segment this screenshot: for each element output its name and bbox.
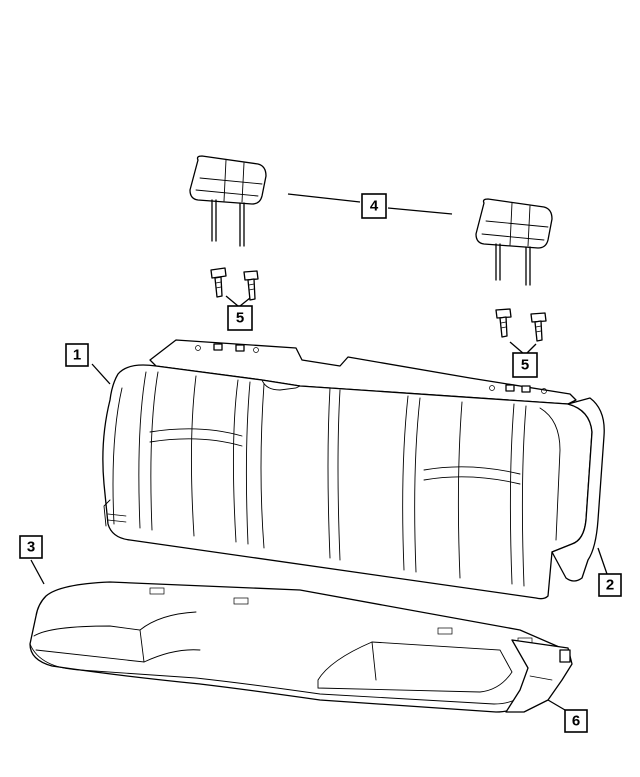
leader-6 [547, 699, 566, 711]
svg-text:2: 2 [606, 577, 614, 594]
seat-back [102, 339, 605, 600]
callout-4: 4 [361, 193, 387, 219]
svg-text:5: 5 [521, 357, 529, 374]
leader-5-left-b [239, 297, 251, 307]
leader-5-right-a [509, 341, 525, 355]
leader-1 [91, 363, 111, 385]
callout-6: 6 [564, 709, 588, 733]
svg-text:3: 3 [27, 539, 35, 556]
leader-5-left-a [225, 295, 239, 307]
callout-2: 2 [598, 573, 622, 597]
guide-sleeves-left [210, 267, 259, 301]
leader-3 [30, 559, 45, 585]
callout-3: 3 [19, 535, 43, 559]
headrest-right [475, 198, 553, 286]
leader-4-right [387, 207, 453, 215]
headrest-left [189, 155, 267, 247]
guide-sleeves-right [495, 308, 547, 342]
callout-1: 1 [65, 343, 89, 367]
svg-text:1: 1 [73, 347, 81, 364]
seat-cushion [29, 581, 570, 713]
svg-text:4: 4 [370, 198, 379, 215]
cushion-side-cover [505, 639, 573, 713]
leader-2 [597, 547, 608, 575]
callout-5-right: 5 [512, 352, 538, 378]
svg-text:5: 5 [236, 310, 244, 327]
callout-5-left: 5 [227, 305, 253, 331]
svg-text:6: 6 [572, 713, 580, 730]
leader-4-left [287, 193, 361, 203]
